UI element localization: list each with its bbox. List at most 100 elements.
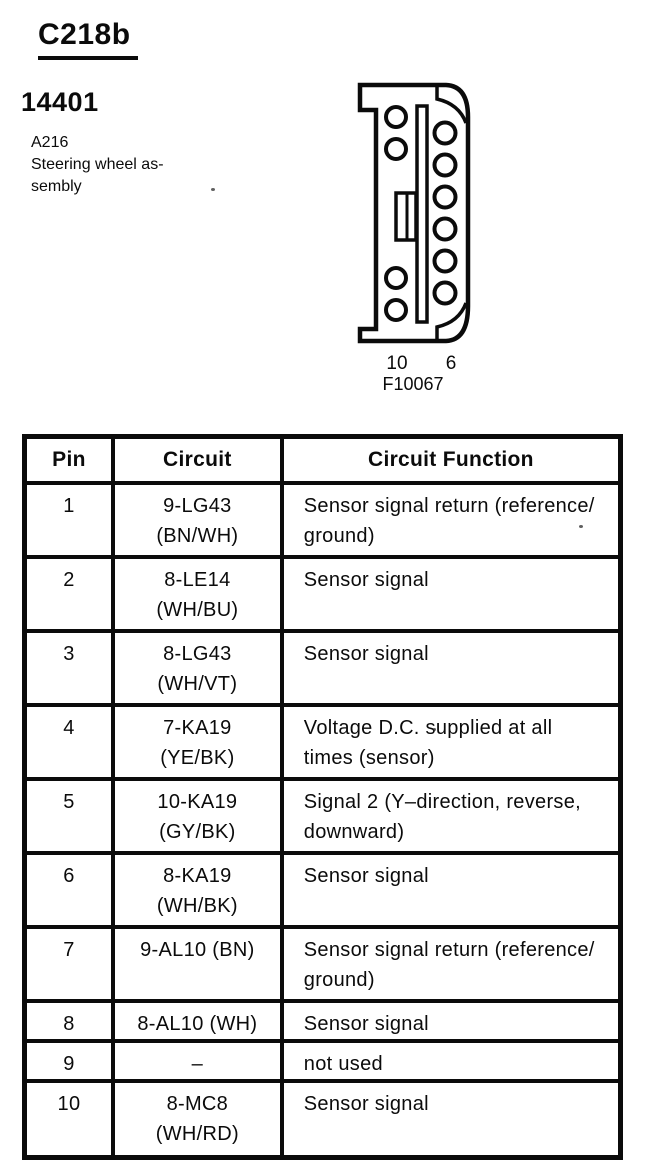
pin-hole (432, 152, 458, 178)
function-cell: Sensor signal return (reference/ground) (279, 481, 623, 559)
circuit-cell: 10-KA19(GY/BK) (110, 777, 284, 855)
circuit-cell-text: 8-AL10 (WH) (137, 1013, 258, 1035)
circuit-cell-text: 8-MC8 (166, 1093, 229, 1115)
function-cell-text: Sensor signal (303, 643, 429, 665)
function-cell: Sensor signal (279, 629, 623, 707)
table-row: 9 –not used (22, 1039, 623, 1083)
table-row: 8 8-AL10 (WH) Sensor signal (22, 999, 623, 1043)
pin-cell-text: 7 (63, 939, 75, 961)
circuit-cell-text: (GY/BK) (159, 821, 236, 843)
circuit-cell-text: (WH/BU) (156, 599, 239, 621)
function-cell-text: Sensor signal (303, 865, 429, 887)
function-cell: not used (279, 1039, 623, 1083)
pin-cell: 4 (22, 703, 115, 781)
circuit-cell: 8-AL10 (WH) (110, 999, 284, 1043)
component-name-line2: sembly (31, 178, 82, 195)
circuit-cell-text: (WH/VT) (157, 673, 238, 695)
corner-detail-top-icon (435, 85, 468, 124)
pin-hole (384, 298, 408, 322)
pin-number-label-right: 6 (446, 353, 457, 374)
pin-hole (432, 280, 458, 306)
circuit-cell-text: 7-KA19 (163, 717, 232, 739)
circuit-cell-text: 8-LE14 (164, 569, 231, 591)
component-code: A216 (31, 134, 69, 151)
component-label: A216 Steering wheel as- sembly (31, 132, 164, 198)
circuit-cell: 8-LG43 (WH/VT) (110, 629, 284, 707)
pin-cell: 8 (22, 999, 115, 1043)
circuit-cell: 7-KA19 (YE/BK) (110, 703, 284, 781)
pin-cell-text: 6 (63, 865, 75, 887)
pin-cell-text: 2 (63, 569, 75, 591)
circuit-cell-text: 8-KA19 (163, 865, 232, 887)
column-header-circuit: Circuit (110, 434, 284, 485)
pin-cell-text: 3 (63, 643, 75, 665)
circuit-cell-text: (YE/BK) (160, 747, 235, 769)
circuit-cell-text: (WH/RD) (155, 1123, 239, 1145)
corner-detail-bottom-icon (435, 302, 468, 341)
page-title: C218b (38, 20, 138, 60)
pin-hole (432, 120, 458, 146)
table-header-row: Pin Circuit Circuit Function (22, 434, 623, 485)
pin-hole (384, 137, 408, 161)
pin-hole (432, 216, 458, 242)
function-cell: Sensor signal return (reference/ground) (279, 925, 623, 1003)
scan-speck (211, 188, 215, 191)
circuit-cell: 8-KA19 (WH/BK) (110, 851, 284, 929)
function-cell-text: times (sensor) (303, 747, 435, 769)
function-cell: Voltage D.C. supplied at all times (senso… (279, 703, 623, 781)
pin-cell: 9 (22, 1039, 115, 1083)
function-cell-text: not used (303, 1053, 383, 1075)
pin-cell-text: 5 (63, 791, 75, 813)
circuit-cell: 9-LG43 (BN/WH) (110, 481, 284, 559)
function-cell-text: Voltage D.C. supplied at all (303, 717, 553, 739)
circuit-cell: – (110, 1039, 284, 1083)
column-header-pin: Pin (22, 434, 115, 485)
scan-speck (433, 728, 436, 731)
function-cell: Sensor signal (279, 555, 623, 633)
function-cell-text: downward) (303, 821, 405, 843)
pin-hole (384, 105, 408, 129)
function-cell-text: Sensor signal (303, 569, 429, 591)
figure-id-label: F10067 (382, 374, 443, 394)
column-header-function: Circuit Function (279, 434, 623, 485)
circuit-cell-text: (BN/WH) (156, 525, 239, 547)
pin-cell-text: 10 (57, 1093, 81, 1115)
pin-cell: 3 (22, 629, 115, 707)
part-number: 14401 (21, 87, 99, 117)
table-row: 4 7-KA19 (YE/BK) Voltage D.C. supplied at a… (22, 703, 623, 781)
circuit-cell-text: 8-LG43 (163, 643, 232, 665)
circuit-cell: 8-LE14 (WH/BU) (110, 555, 284, 633)
pin-hole (384, 266, 408, 290)
pin-cell: 6 (22, 851, 115, 929)
scan-speck (579, 525, 583, 528)
circuit-cell-text: (WH/BK) (156, 895, 238, 917)
pin-hole (432, 248, 458, 274)
pin-cell: 1 (22, 481, 115, 559)
keyway-blade (415, 104, 429, 324)
pin-table-body: 1 9-LG43 (BN/WH) Sensor signal return (refe… (22, 481, 623, 1159)
pin-cell: 2 (22, 555, 115, 633)
function-cell-text: Sensor signal return (reference/ (303, 495, 595, 517)
table-row: 1 9-LG43 (BN/WH) Sensor signal return (refe… (22, 481, 623, 559)
connector-outline (357, 82, 471, 344)
function-cell-text: Sensor signal (303, 1013, 429, 1035)
pin-cell-text: 8 (63, 1013, 75, 1035)
function-cell: Signal 2 (Y–direction, reverse, downward) (279, 777, 623, 855)
circuit-cell-text: 9-LG43 (163, 495, 232, 517)
function-cell-text: ground) (303, 969, 375, 991)
pin-cell-text: 9 (63, 1053, 75, 1075)
pin-cell: 5 (22, 777, 115, 855)
circuit-cell: 9-AL10 (BN) (110, 925, 284, 1003)
table-row: 6 8-KA19 (WH/BK) Sensor signal (22, 851, 623, 929)
circuit-cell-text: 9-AL10 (BN) (140, 939, 255, 961)
connector-diagram: 10 6 F10067 (357, 82, 471, 394)
pin-cell-text: 1 (63, 495, 75, 517)
function-cell-text: Signal 2 (Y–direction, reverse, (303, 791, 581, 813)
pin-table: Pin Circuit Circuit Function 1 9-LG43 (BN/… (22, 434, 623, 1160)
table-row: 2 8-LE14 (WH/BU) Sensor signal (22, 555, 623, 633)
function-cell-text: Sensor signal (303, 1093, 429, 1115)
component-name-line1: Steering wheel as- (31, 156, 164, 173)
function-cell: Sensor signal (279, 999, 623, 1043)
